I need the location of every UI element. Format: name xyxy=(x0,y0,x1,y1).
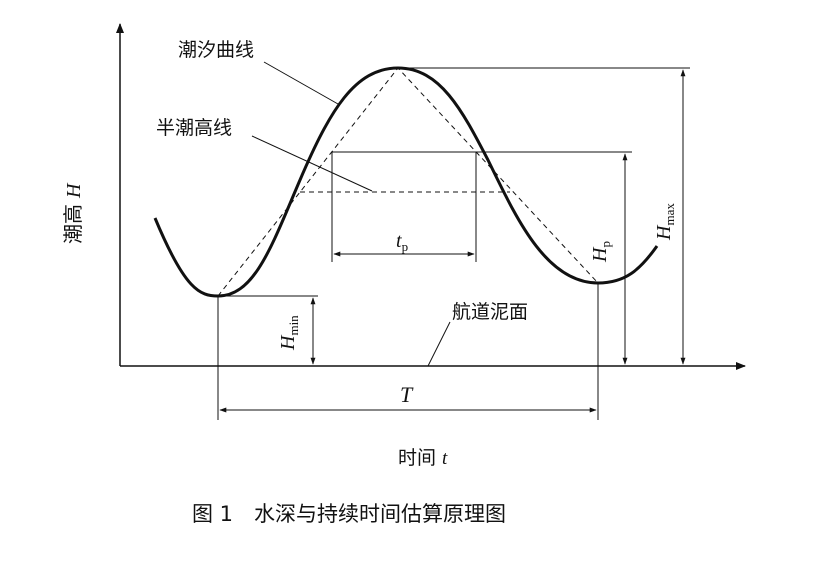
half-tide-leader xyxy=(251,135,373,192)
hmin-main: H xyxy=(277,334,299,351)
y-axis-title: 潮高 H xyxy=(61,182,85,244)
hmin-sub: min xyxy=(286,315,301,336)
triangle-dashed xyxy=(217,67,599,297)
channel-bed-label: 航道泥面 xyxy=(452,301,528,323)
x-axis-var: t xyxy=(442,448,448,469)
x-axis-title: 时间 t xyxy=(398,447,448,469)
hmax-sub: max xyxy=(662,203,677,226)
hp-main: H xyxy=(589,246,611,263)
tp-main: t xyxy=(396,230,402,252)
hp-label: Hp xyxy=(589,241,613,263)
hmax-label: Hmax xyxy=(653,203,677,241)
hmin-label-group: Hmin xyxy=(277,315,301,351)
hp-sub: p xyxy=(598,241,613,248)
tide-curve xyxy=(153,66,659,298)
tide-curve-label: 潮汐曲线 xyxy=(178,39,254,61)
x-axis-prefix: 时间 xyxy=(398,447,436,469)
tide-curve-leader xyxy=(263,61,339,105)
y-axis-prefix: 潮高 xyxy=(61,204,85,244)
tp-sub: p xyxy=(402,239,409,254)
figure-caption: 图 1 水深与持续时间估算原理图 xyxy=(192,502,506,526)
hmax-label-group: Hmax xyxy=(653,203,677,241)
hmin-label: Hmin xyxy=(277,315,301,351)
hmax-main: H xyxy=(653,224,675,241)
hp-label-group: Hp xyxy=(589,241,613,263)
period-label: T xyxy=(400,382,414,407)
y-axis-title-group: 潮高 H xyxy=(61,182,85,244)
channel-bed-leader xyxy=(427,321,451,367)
half-tide-line-label: 半潮高线 xyxy=(156,117,232,139)
y-axis-var: H xyxy=(63,182,85,199)
tp-label: tp xyxy=(396,230,408,254)
